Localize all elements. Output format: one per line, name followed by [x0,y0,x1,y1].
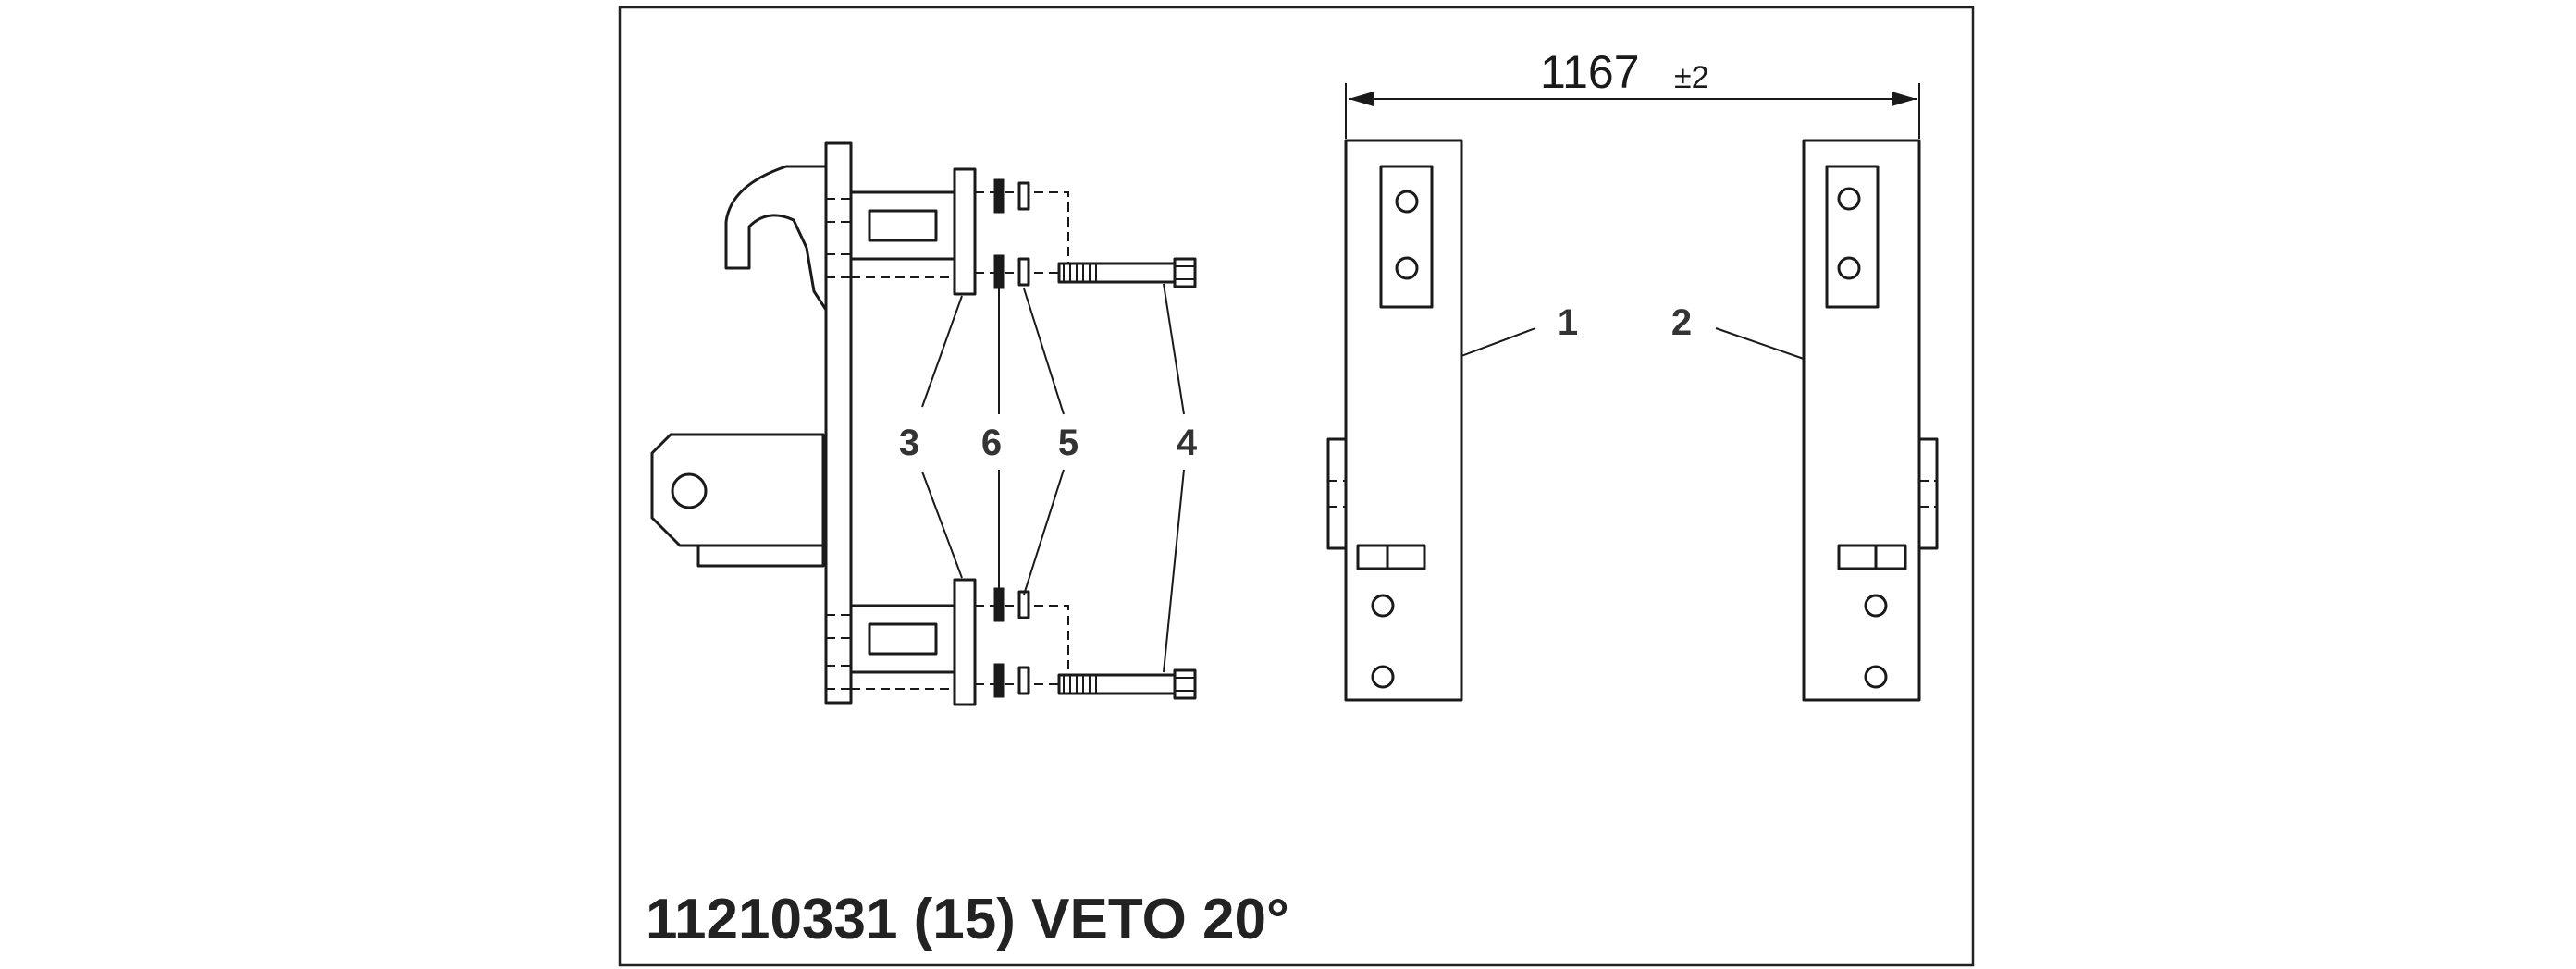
washer-upper-b [993,254,1005,289]
nut-lower-a [1017,590,1030,619]
callout-6: 6 [981,423,1002,463]
callout-2: 2 [1671,302,1692,343]
washer-lower-a [993,587,1005,622]
hook [724,165,828,312]
spacer-plate-lower [953,578,977,706]
dimension-arrow-left [1349,92,1374,106]
upright-right [1802,139,1939,702]
nut-upper-b [1017,257,1030,287]
crossbar-left [1356,544,1426,570]
main-plate [824,141,853,705]
nut-lower-b [1017,666,1030,695]
spacer-plate-upper [953,167,977,296]
exploded-assembly-view: 3 6 5 4 [650,141,1198,706]
callout-4: 4 [1177,423,1198,463]
nut-upper-a [1017,181,1030,211]
dimension-arrow-right [1892,92,1917,106]
slot-upper [868,209,938,242]
callout-1: 1 [1558,302,1578,343]
callout-5: 5 [1058,423,1078,463]
drawing-frame [618,6,1975,967]
clevis-lower-plate [696,544,825,568]
upright-left [1326,139,1463,702]
side-tab-left [1326,437,1348,550]
bolt-upper [1057,257,1197,288]
drawing-title: 11210331 (15) VETO 20° [646,888,1289,951]
washer-upper-a [993,178,1005,214]
dimension-tolerance: ±2 [1674,60,1709,95]
slot-lower [868,622,938,656]
dimension-value: 1167 [1540,46,1640,98]
bolt-block-left [1379,165,1434,309]
clevis-hole [671,472,708,509]
side-tab-right [1917,437,1939,550]
bolt-block-right [1825,165,1880,309]
washer-lower-b [993,663,1005,698]
front-view: 1167 ±2 [1326,46,1939,702]
bolt-lower [1057,668,1197,700]
crossbar-right [1837,544,1907,570]
callout-3: 3 [899,423,919,463]
